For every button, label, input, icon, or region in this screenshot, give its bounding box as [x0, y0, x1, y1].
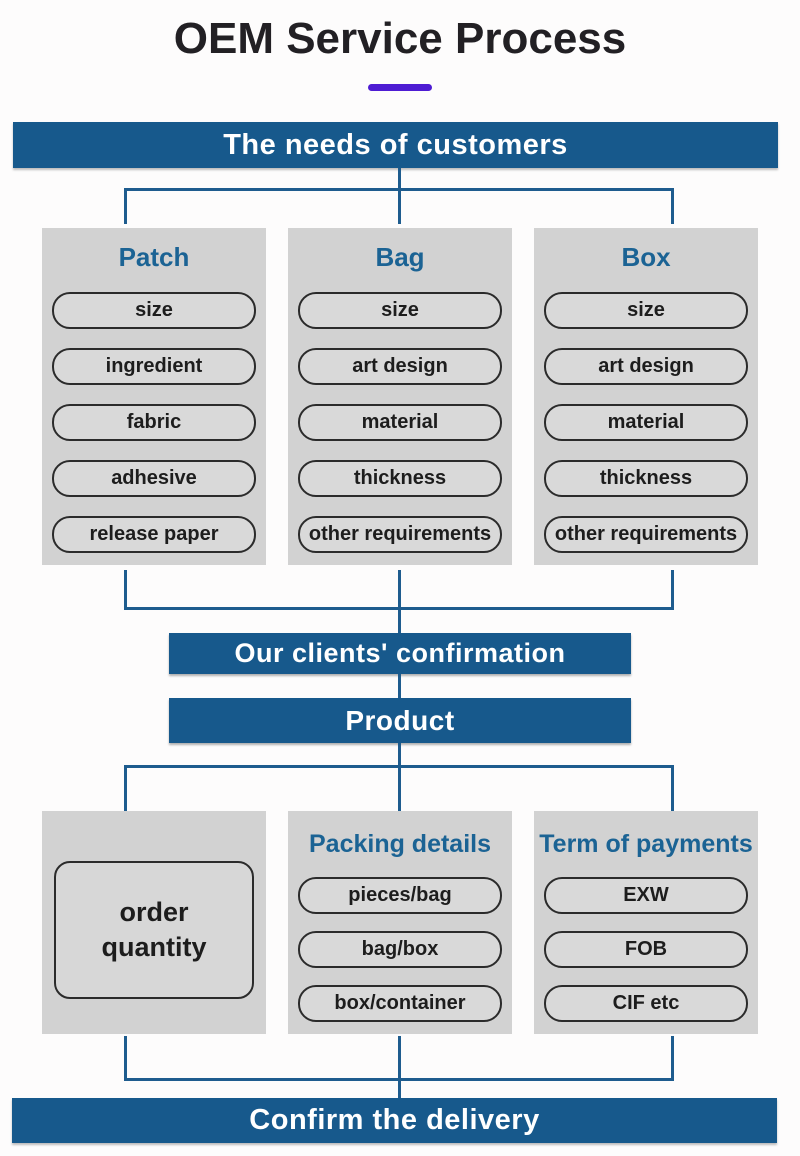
connector-top-right-vertical — [671, 190, 674, 224]
panel-patch-heading: Patch — [118, 242, 190, 272]
banner-confirm-delivery: Confirm the delivery — [12, 1098, 777, 1143]
connector-split-right-vertical — [671, 767, 674, 811]
page-title: OEM Service Process — [173, 14, 627, 63]
connector-top-left-vertical — [124, 190, 127, 224]
panel-patch-items: size ingredient fabric adhesive release … — [42, 292, 266, 553]
panel-box-items: size art design material thickness other… — [534, 292, 758, 553]
connector-top-center-vertical — [398, 168, 401, 224]
panel-box-heading: Box — [621, 242, 671, 272]
pill-patch-size: size — [52, 292, 256, 329]
connector-bottom-center-vertical — [398, 1036, 401, 1100]
pill-patch-adhesive: adhesive — [52, 460, 256, 497]
banner-needs-label: The needs of customers — [223, 128, 568, 161]
banner-product: Product — [169, 698, 631, 743]
pill-bag-art-design: art design — [298, 348, 502, 385]
banner-delivery-label: Confirm the delivery — [249, 1104, 540, 1136]
panel-patch: Patch size ingredient fabric adhesive re… — [42, 228, 266, 565]
panel-bag: Bag size art design material thickness o… — [288, 228, 512, 565]
connector-bottom-right-vertical — [671, 1036, 674, 1080]
pill-box-other-requirements: other requirements — [544, 516, 748, 553]
connector-split-center-vertical — [398, 767, 401, 811]
panel-term-of-payments: Term of payments EXW FOB CIF etc — [534, 811, 758, 1034]
panel-packing-heading: Packing details — [308, 830, 492, 858]
pill-box-size: size — [544, 292, 748, 329]
panel-payments-items: EXW FOB CIF etc — [534, 877, 758, 1022]
pill-pieces-per-bag: pieces/bag — [298, 877, 502, 914]
title-underline-accent — [368, 84, 432, 91]
pill-box-material: material — [544, 404, 748, 441]
panel-packing-items: pieces/bag bag/box box/container — [288, 877, 512, 1022]
connector-merge-center-vertical — [398, 570, 401, 633]
banner-confirmation-label: Our clients' confirmation — [234, 638, 566, 668]
connector-merge-right-vertical — [671, 570, 674, 610]
connector-merge-left-vertical — [124, 570, 127, 610]
panel-box: Box size art design material thickness o… — [534, 228, 758, 565]
panel-bag-heading: Bag — [375, 242, 425, 272]
connector-merge-horizontal — [124, 607, 674, 610]
connector-bottom-left-vertical — [124, 1036, 127, 1080]
pill-box-thickness: thickness — [544, 460, 748, 497]
connector-split-left-vertical — [124, 767, 127, 811]
pill-patch-fabric: fabric — [52, 404, 256, 441]
banner-product-label: Product — [345, 704, 455, 736]
pill-bag-per-box: bag/box — [298, 931, 502, 968]
pill-bag-size: size — [298, 292, 502, 329]
pill-cif-etc: CIF etc — [544, 985, 748, 1022]
banner-clients-confirmation: Our clients' confirmation — [169, 633, 631, 674]
banner-needs-of-customers: The needs of customers — [13, 122, 778, 168]
pill-box-per-container: box/container — [298, 985, 502, 1022]
pill-bag-material: material — [298, 404, 502, 441]
connector-bottom-horizontal — [124, 1078, 674, 1081]
pill-patch-ingredient: ingredient — [52, 348, 256, 385]
connector-confirmation-to-product — [398, 674, 401, 698]
pill-bag-thickness: thickness — [298, 460, 502, 497]
panel-order-quantity: order quantity — [42, 811, 266, 1034]
order-quantity-box: order quantity — [54, 861, 254, 999]
pill-fob: FOB — [544, 931, 748, 968]
pill-patch-release-paper: release paper — [52, 516, 256, 553]
connector-split-center-top-vertical — [398, 743, 401, 768]
pill-box-art-design: art design — [544, 348, 748, 385]
connector-split-horizontal — [124, 765, 674, 768]
panel-packing-details: Packing details pieces/bag bag/box box/c… — [288, 811, 512, 1034]
pill-bag-other-requirements: other requirements — [298, 516, 502, 553]
connector-top-horizontal — [124, 188, 674, 191]
pill-exw: EXW — [544, 877, 748, 914]
panel-bag-items: size art design material thickness other… — [288, 292, 512, 553]
panel-payments-heading: Term of payments — [539, 830, 753, 858]
